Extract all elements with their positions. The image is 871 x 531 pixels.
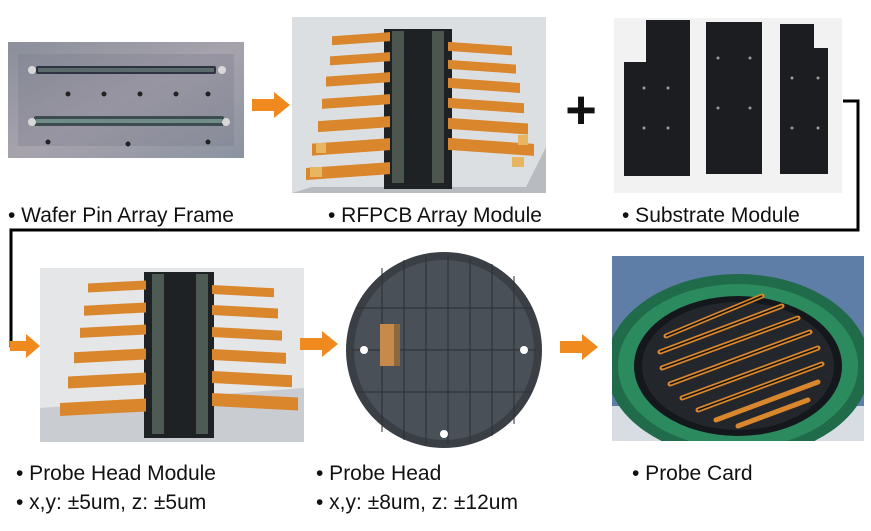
rfpcb-array-module-photo [292, 17, 546, 193]
probe-head-label: • Probe Head [316, 462, 442, 485]
wafer-pin-array-frame-photo [8, 42, 244, 158]
probe-head-tolerance: • x,y: ±8um, z: ±12um [316, 491, 518, 514]
arrow-right-icon [560, 334, 598, 360]
probe-card-label: • Probe Card [632, 462, 753, 485]
arrow-right-icon [252, 92, 290, 118]
probe-head-module-tolerance: • x,y: ±5um, z: ±5um [16, 491, 207, 514]
plus-symbol: + [565, 80, 597, 140]
probe-head-module-photo [40, 268, 304, 442]
arrow-right-icon [10, 334, 40, 358]
wafer-pin-array-frame-label: • Wafer Pin Array Frame [8, 204, 234, 227]
probe-head-photo [342, 248, 546, 452]
probe-card-photo [612, 256, 864, 441]
substrate-module-photo [614, 18, 842, 193]
substrate-module-label: • Substrate Module [622, 204, 800, 227]
arrow-right-icon [300, 331, 338, 357]
probe-head-module-label: • Probe Head Module [16, 462, 216, 485]
rfpcb-array-module-label: • RFPCB Array Module [328, 204, 542, 227]
